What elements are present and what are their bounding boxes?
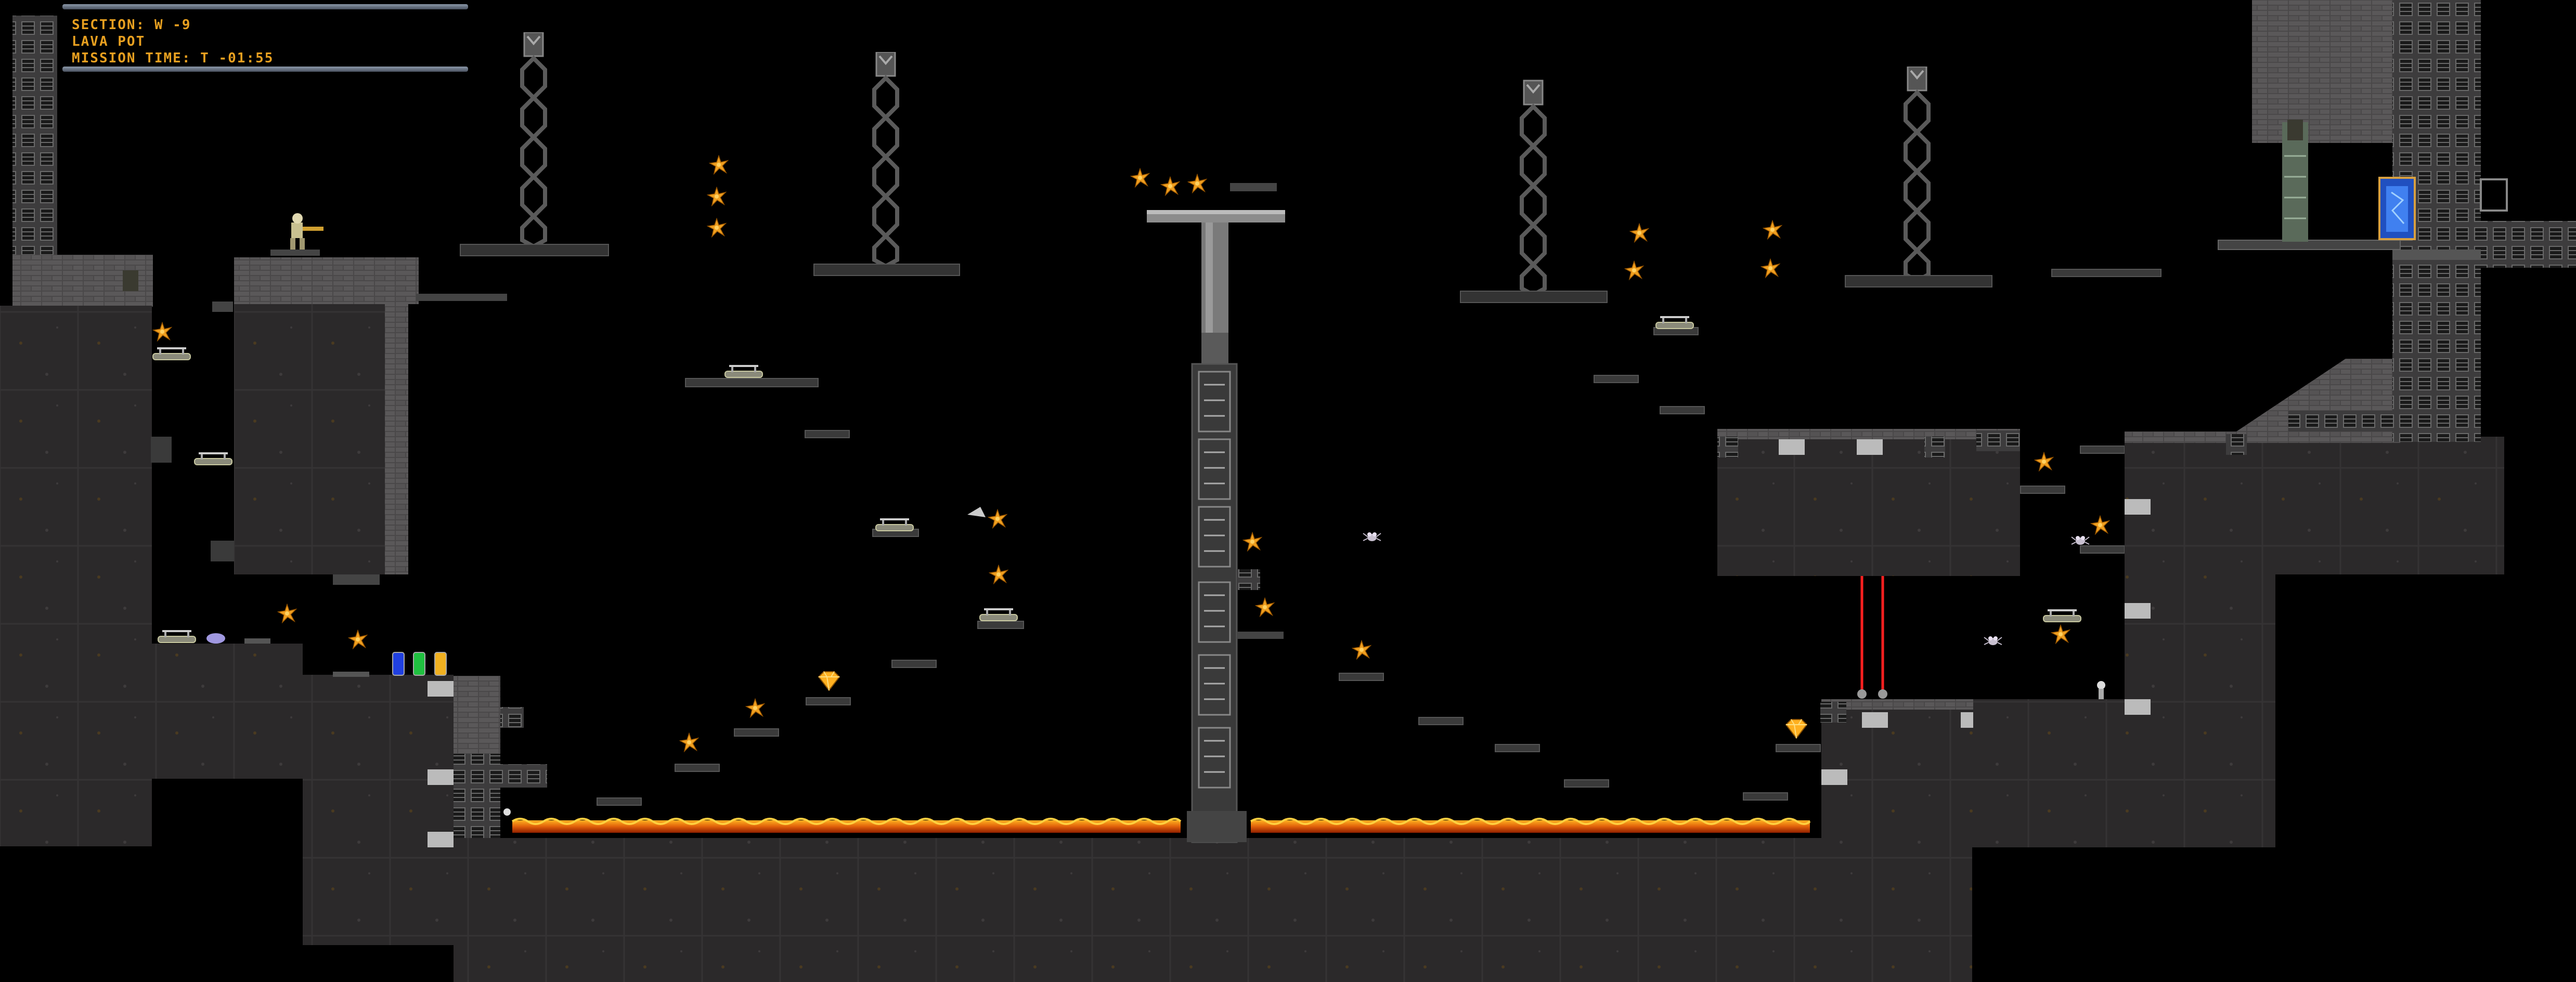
yellow-canister-icon xyxy=(434,652,447,676)
section-label: SECTION: W -9 xyxy=(72,17,191,33)
hud-bottom-bar xyxy=(62,67,468,72)
rock-right-wall xyxy=(2125,437,2504,574)
rock-ledge xyxy=(152,644,303,779)
hud-top-bar xyxy=(62,4,468,9)
green-canister-icon xyxy=(413,652,425,676)
blue-canister-icon xyxy=(392,652,405,676)
lava-pool-left xyxy=(512,820,1181,833)
rock-floor xyxy=(454,838,1972,982)
level-name: LAVA POT xyxy=(72,34,146,49)
left-tower xyxy=(12,16,57,260)
mission-hud: SECTION: W -9 LAVA POT MISSION TIME: T -… xyxy=(62,4,468,73)
top-right-building xyxy=(2252,0,2403,143)
rock-floating-block xyxy=(1717,431,2020,576)
rock-pillar xyxy=(234,304,406,574)
mission-time: MISSION TIME: T -01:55 xyxy=(72,50,274,66)
rock-mid-step xyxy=(303,675,454,945)
exit-door-icon xyxy=(2378,177,2416,240)
rock-left-wall xyxy=(0,306,152,846)
soldier-icon xyxy=(270,213,323,256)
